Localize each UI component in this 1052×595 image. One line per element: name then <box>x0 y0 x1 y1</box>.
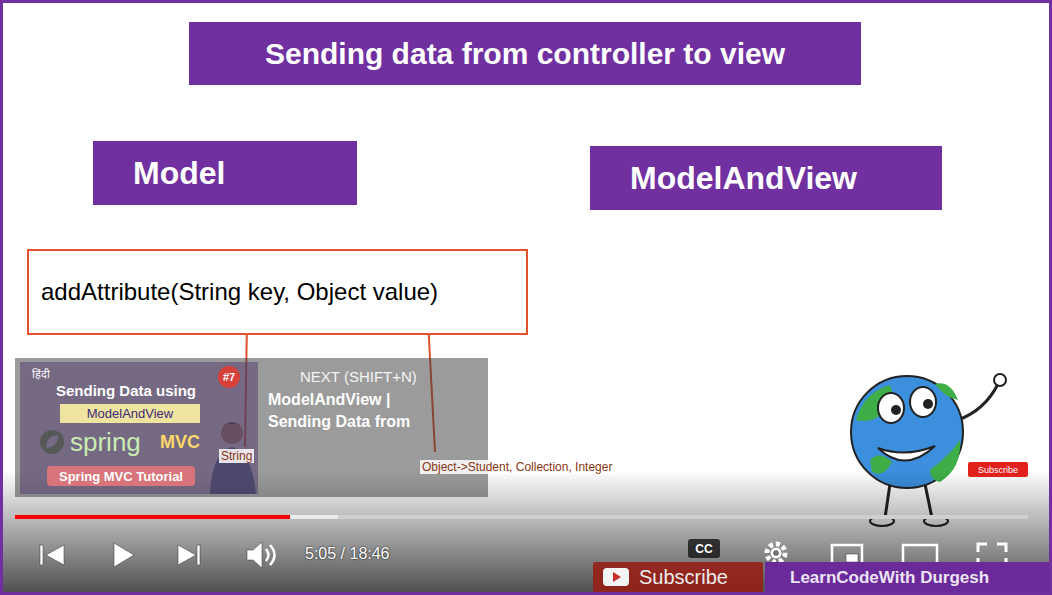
watermark-band <box>765 562 1052 595</box>
channel-watermark: LearnCodeWith Durgesh <box>790 568 989 588</box>
box-label: Subscribe <box>639 566 728 589</box>
box-label: addAttribute(String key, Object value) <box>41 278 438 306</box>
logo-word: MVC <box>160 432 200 453</box>
logo-word: spring <box>70 427 141 458</box>
box-label: Model <box>133 155 225 192</box>
subscribe-badge: Subscribe <box>968 462 1028 477</box>
method-box: addAttribute(String key, Object value) <box>27 249 528 335</box>
progress-bar <box>15 515 1028 519</box>
language-tag: हिंदी <box>32 366 50 381</box>
box-label: Spring MVC Tutorial <box>59 469 183 484</box>
thumbnail-heading: Sending Data using <box>56 382 196 399</box>
slide-title: Sending data from controller to view <box>265 37 785 71</box>
series-tag: Spring MVC Tutorial <box>47 466 195 486</box>
time-display: 5:05 / 18:46 <box>305 545 390 563</box>
box-label: ModelAndView <box>87 406 173 421</box>
captions-icon: CC <box>688 539 720 558</box>
video-thumbnail: हिंदी Sending Data using spring MVC #7ModelA… <box>20 362 258 494</box>
class-box: ModelAndView <box>590 146 942 210</box>
box-label: Subscribe <box>978 465 1018 475</box>
next-video-card: NEXT (SHIFT+N) ModelAndView | Sending Dat… <box>15 358 488 497</box>
title-banner: Sending data from controller to view <box>189 22 861 85</box>
episode-badge: #7 <box>218 366 240 388</box>
box-label: #7 <box>223 371 235 383</box>
next-hint: NEXT (SHIFT+N) <box>300 368 417 385</box>
leader-label: Object->Student, Collection, Integer <box>420 460 614 474</box>
box-label: CC <box>695 542 712 556</box>
topic-tag: ModelAndView <box>60 404 200 423</box>
class-box: Model <box>93 141 357 205</box>
leader-label: String <box>219 449 254 463</box>
youtube-icon <box>603 568 629 586</box>
subscribe-button: Subscribe <box>593 562 763 592</box>
box-label: ModelAndView <box>630 160 857 197</box>
next-video-title: ModelAndView | Sending Data from <box>268 389 418 433</box>
